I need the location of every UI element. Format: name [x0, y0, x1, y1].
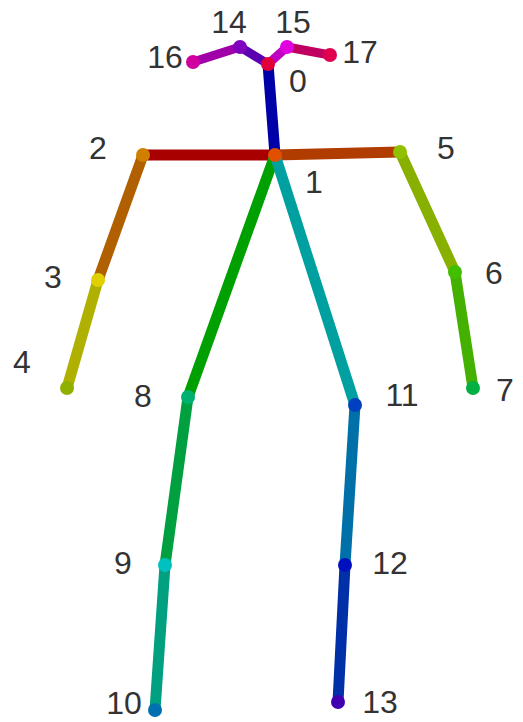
joint-dot [393, 145, 407, 159]
keypoint-number: 10 [106, 687, 142, 719]
keypoint-number: 3 [44, 261, 62, 293]
joint-dot [186, 55, 200, 69]
keypoint-number: 7 [496, 374, 514, 406]
joint-dot [181, 390, 195, 404]
limb [338, 565, 345, 702]
limb [193, 47, 240, 62]
joint-dot [136, 148, 150, 162]
limb [98, 155, 143, 280]
limb [67, 280, 98, 388]
joint-dot [331, 695, 345, 709]
keypoint-number: 14 [211, 6, 247, 38]
keypoint-number: 16 [147, 41, 183, 73]
limb [188, 155, 275, 397]
limb [165, 397, 188, 565]
limb [345, 405, 355, 565]
limb [275, 152, 400, 155]
limb [275, 155, 355, 405]
keypoint-number: 2 [89, 132, 107, 164]
joint-dot [148, 703, 162, 717]
joint-dot [280, 40, 294, 54]
keypoint-number: 4 [13, 346, 31, 378]
keypoint-number: 15 [275, 6, 311, 38]
joint-dot [233, 40, 247, 54]
limb [268, 64, 275, 155]
keypoint-number: 13 [362, 686, 398, 718]
keypoint-number: 8 [134, 380, 152, 412]
keypoint-number: 5 [437, 132, 455, 164]
joint-dot [60, 381, 74, 395]
joint-dot [448, 265, 462, 279]
limb [155, 565, 165, 710]
joint-dot [91, 273, 105, 287]
limb [455, 272, 473, 388]
keypoint-number: 17 [342, 36, 378, 68]
joint-dot [158, 558, 172, 572]
joint-dot [466, 381, 480, 395]
keypoint-number: 11 [385, 379, 418, 411]
keypoint-number: 6 [485, 257, 503, 289]
keypoint-number: 9 [114, 547, 132, 579]
joint-dot [261, 57, 275, 71]
joint-dot [338, 558, 352, 572]
keypoint-number: 0 [289, 65, 307, 97]
joint-dot [323, 48, 337, 62]
keypoint-number: 12 [372, 547, 408, 579]
keypoint-number: 1 [305, 166, 323, 198]
joint-dot [348, 398, 362, 412]
limb [143, 150, 275, 161]
joint-dot [268, 148, 282, 162]
limb [400, 152, 455, 272]
